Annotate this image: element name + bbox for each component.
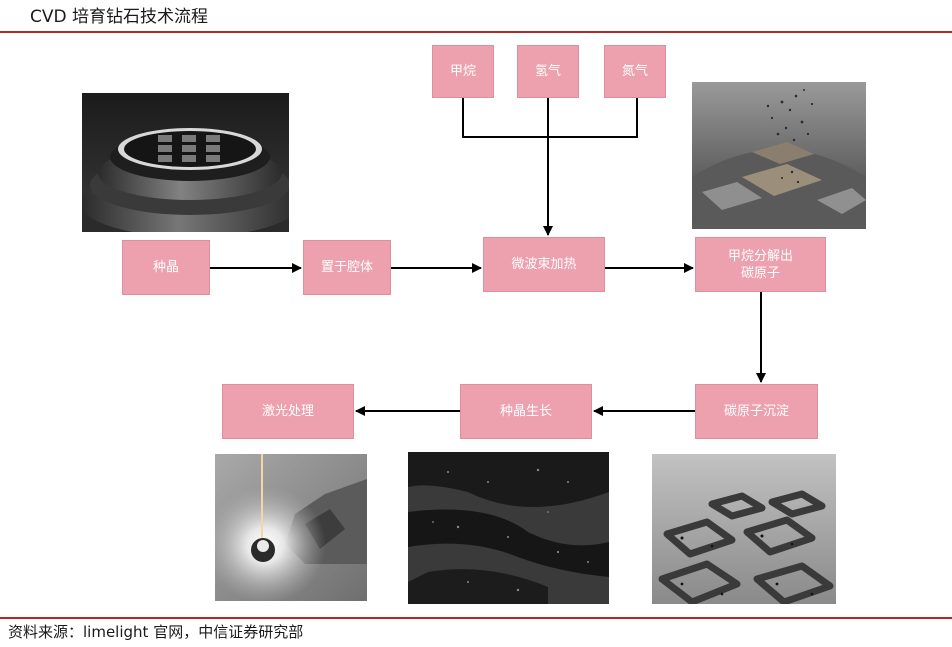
box-hydrogen: 氢气 [517, 45, 579, 98]
box-growth: 种晶生长 [460, 384, 592, 439]
decompose-line2: 碳原子 [740, 265, 780, 281]
page-title: CVD 培育钻石技术流程 [30, 7, 208, 27]
seed-holder-photo [82, 93, 289, 232]
box-decompose: 甲烷分解出 碳原子 [695, 237, 826, 292]
bottom-rule [0, 617, 952, 619]
source-note: 资料来源：limelight 官网，中信证券研究部 [8, 623, 304, 641]
box-methane: 甲烷 [432, 45, 494, 98]
crystal-growth-photo [408, 452, 609, 604]
box-seed: 种晶 [122, 240, 210, 295]
box-chamber: 置于腔体 [303, 240, 391, 295]
box-deposit: 碳原子沉淀 [695, 384, 818, 439]
laser-processing-photo [215, 454, 367, 601]
box-nitrogen: 氮气 [604, 45, 666, 98]
reactor-chamber-photo [692, 82, 866, 229]
box-microwave: 微波束加热 [483, 237, 605, 292]
box-laser: 激光处理 [222, 384, 354, 439]
decompose-line1: 甲烷分解出 [727, 248, 793, 264]
deposition-photo [652, 454, 836, 604]
gas-merge-line [462, 98, 638, 138]
top-rule [0, 31, 952, 33]
